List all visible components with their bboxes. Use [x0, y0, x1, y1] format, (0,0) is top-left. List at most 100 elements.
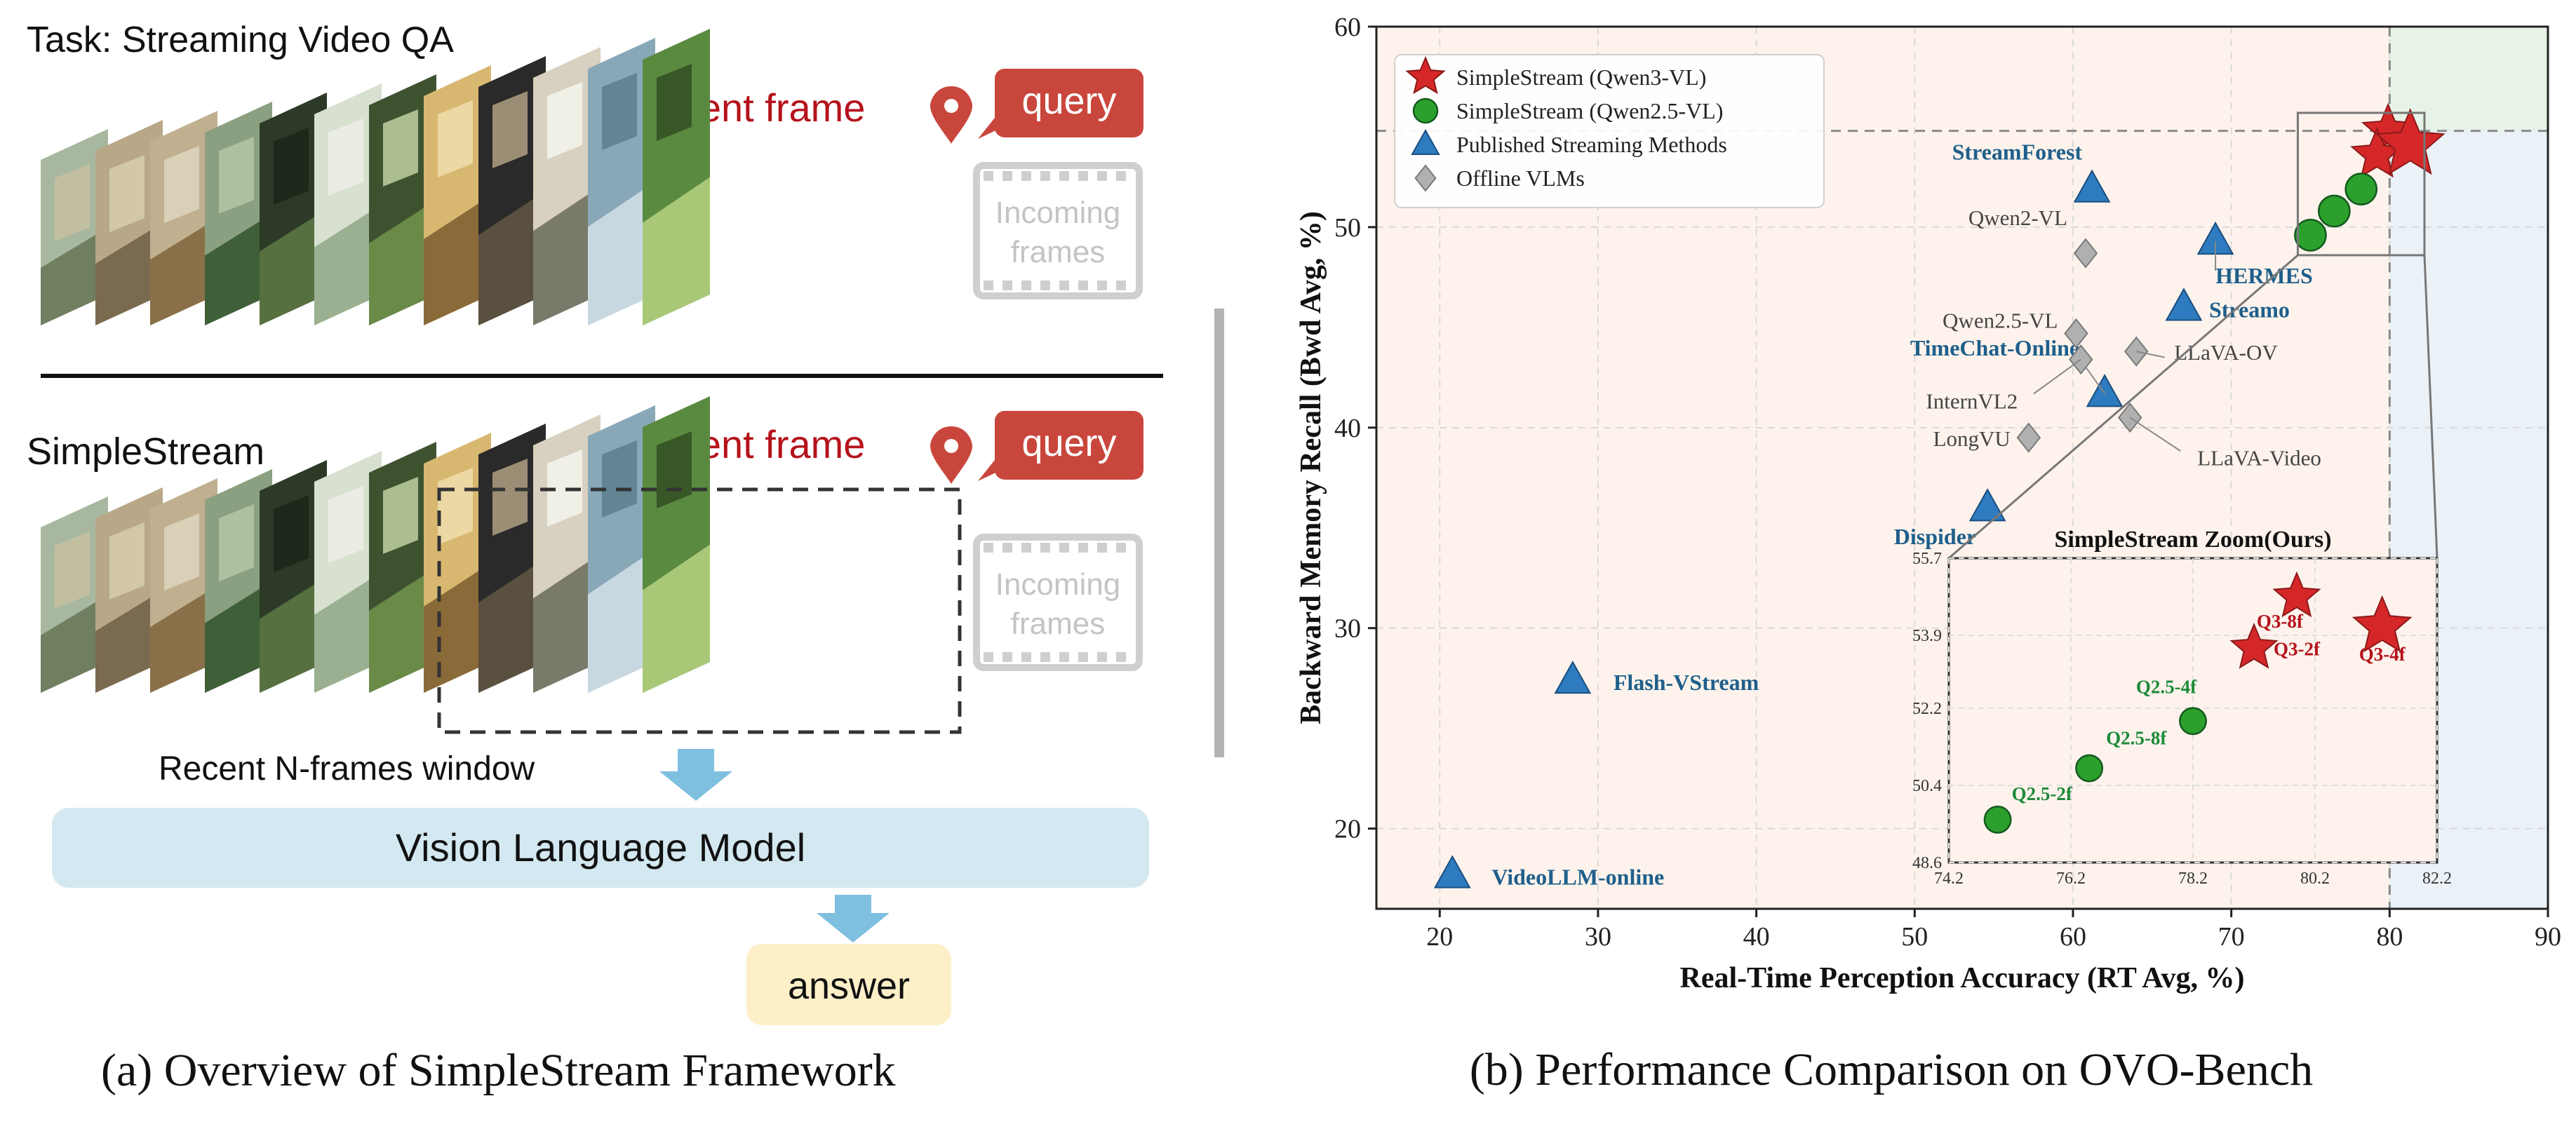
background-region: [2389, 27, 2548, 131]
inset-data-point: [1983, 805, 2012, 834]
x-axis-label: Real-Time Perception Accuracy (RT Avg, %…: [1680, 962, 2245, 994]
y-axis-label: Backward Memory Recall (Bwd Avg, %): [1295, 211, 1327, 724]
point-label: LLaVA-Video: [2197, 446, 2321, 471]
video-frame: [369, 74, 436, 325]
frame-ground: [205, 581, 272, 693]
film-hole: [1021, 543, 1031, 553]
point-label: StreamForest: [1952, 140, 2083, 165]
film-hole: [1116, 652, 1126, 662]
panel-separator: [1214, 309, 1224, 757]
frame-ground: [588, 182, 655, 325]
frame-ground: [369, 200, 436, 325]
frame-ground: [424, 195, 491, 325]
incoming-line2-top: frames: [1011, 235, 1105, 269]
legend: SimpleStream (Qwen3-VL)SimpleStream (Qwe…: [1394, 54, 1825, 208]
frame-ground: [150, 218, 217, 325]
legend-label: Published Streaming Methods: [1456, 132, 1727, 157]
frame-detail: [219, 137, 254, 214]
legend-marker: [1405, 55, 1446, 95]
data-point: [2086, 374, 2124, 407]
film-hole: [1116, 171, 1126, 181]
task-title: Task: Streaming Video QA: [27, 20, 454, 60]
frame-detail: [602, 440, 637, 518]
frame-detail: [55, 532, 90, 609]
video-frame: [150, 111, 217, 325]
data-point: [1968, 488, 2006, 522]
point-label: LLaVA-OV: [2174, 340, 2278, 365]
query-bubble-bottom: query: [978, 411, 1143, 481]
video-frame: [533, 414, 601, 693]
inset-data-point: [2352, 595, 2413, 653]
frame-detail: [109, 522, 145, 600]
frames-strip-bottom: [41, 396, 710, 693]
frame-detail: [164, 146, 199, 223]
frame-detail: [602, 73, 637, 150]
incoming-line2-bottom: frames: [1011, 607, 1105, 641]
point-label: Qwen2-VL: [1968, 205, 2067, 230]
inset-data-point: [2272, 571, 2321, 618]
inset-point-label: Q2.5-2f: [2012, 783, 2073, 804]
frame-ground: [95, 222, 163, 325]
series-star: [2350, 102, 2446, 178]
frames-strip-top: [41, 29, 710, 325]
frame-detail: [55, 164, 90, 241]
data-point: [2073, 238, 2098, 269]
y-tick-label: 50: [1334, 213, 1361, 243]
frame-ground: [205, 213, 272, 325]
inset-y-tick-label: 52.2: [1912, 700, 1942, 718]
film-hole: [1002, 171, 1012, 181]
film-hole: [1078, 171, 1088, 181]
film-hole: [1021, 171, 1031, 181]
query-label-bottom: query: [1021, 422, 1116, 464]
leader-line: [2033, 358, 2081, 395]
vlm-bar: [52, 808, 1149, 888]
leader-line: [2085, 366, 2105, 394]
location-pin-icon: [930, 86, 972, 144]
data-point: [2375, 108, 2446, 175]
query-label-top: query: [1021, 80, 1116, 122]
inset-data-point: [2229, 622, 2279, 669]
x-tick-label: 90: [2535, 922, 2561, 952]
video-frame: [95, 487, 163, 693]
inset-y-tick-label: 53.9: [1912, 627, 1942, 645]
frame-ground: [260, 209, 327, 325]
frame-detail: [383, 477, 418, 554]
inset-x-tick-label: 78.2: [2178, 870, 2208, 888]
inset-x-tick-label: 80.2: [2300, 870, 2330, 888]
legend-box: [1394, 54, 1825, 208]
query-bubble-top: query: [978, 69, 1143, 139]
plot-frame: [1375, 25, 2549, 910]
frame-detail: [219, 504, 254, 581]
recent-window-box: [437, 487, 962, 734]
film-hole: [1059, 652, 1069, 662]
inset-point-label: Q3-8f: [2257, 611, 2304, 632]
film-hole: [1116, 543, 1126, 553]
incoming-line1-bottom: Incoming: [995, 567, 1121, 602]
x-tick-label: 40: [1743, 922, 1770, 952]
film-hole: [1002, 280, 1012, 290]
frame-detail: [274, 495, 309, 572]
inset-y-tick-label: 50.4: [1912, 777, 1942, 795]
point-label: Streamo: [2209, 297, 2290, 322]
framework-panel: Task: Streaming Video QA Current frame q…: [0, 0, 1193, 1132]
inset-point-label: Q3-4f: [2359, 644, 2406, 665]
film-hole: [1097, 543, 1107, 553]
point-label: VideoLLM-online: [1491, 864, 1664, 889]
y-tick-label: 40: [1334, 414, 1361, 443]
frame-detail: [109, 155, 145, 232]
frame-ground: [95, 590, 163, 693]
legend-label: SimpleStream (Qwen2.5-VL): [1456, 98, 1723, 123]
y-tick-label: 20: [1334, 815, 1361, 844]
film-hole: [1040, 280, 1050, 290]
film-hole: [1059, 543, 1069, 553]
film-hole: [1116, 280, 1126, 290]
frame-ground: [260, 576, 327, 693]
frame-detail: [657, 64, 692, 141]
film-hole: [1002, 652, 1012, 662]
zoom-connector: [2423, 255, 2439, 559]
data-point: [2068, 344, 2093, 375]
film-hole: [984, 280, 993, 290]
frame-detail: [492, 459, 528, 536]
